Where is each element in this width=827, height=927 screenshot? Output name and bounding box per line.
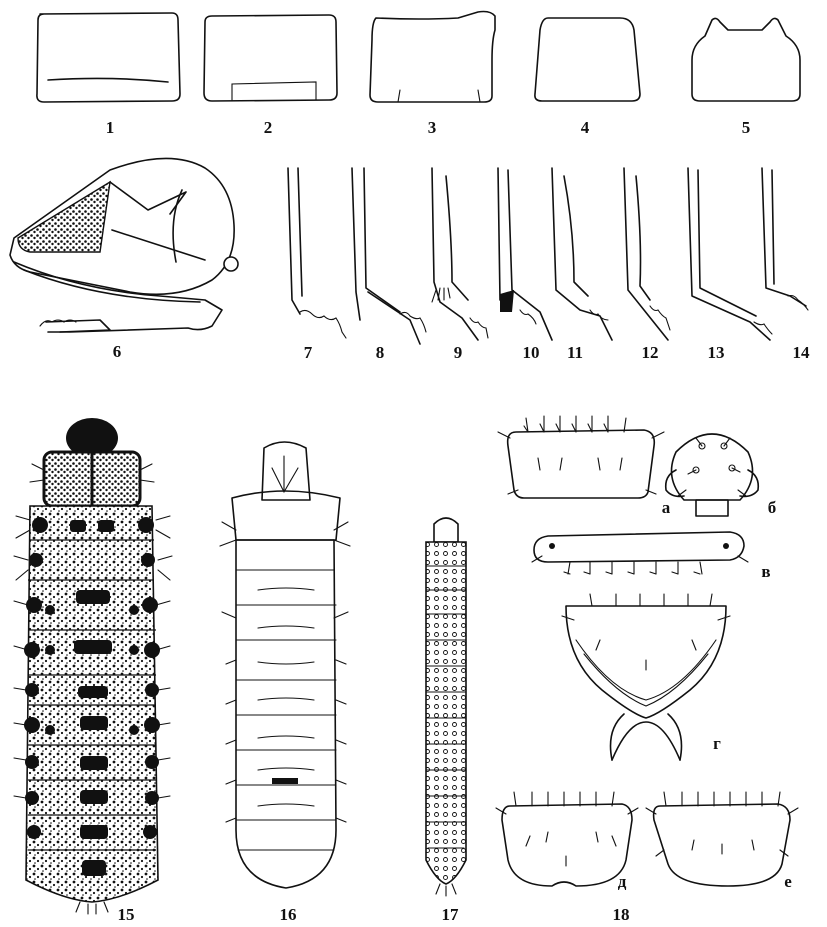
sublabel-b: б bbox=[768, 498, 777, 517]
label-18: 18 bbox=[613, 905, 630, 924]
label-5: 5 bbox=[742, 118, 751, 137]
larva-15 bbox=[14, 418, 172, 914]
label-7: 7 bbox=[304, 343, 313, 362]
pronotum-3 bbox=[370, 12, 495, 103]
sublabel-g: г bbox=[713, 734, 721, 753]
pronotum-1 bbox=[37, 13, 180, 102]
leg-9 bbox=[432, 168, 488, 340]
pronotum-2 bbox=[204, 15, 337, 101]
detail-18a bbox=[498, 416, 664, 498]
label-1: 1 bbox=[106, 118, 115, 137]
pronotum-5 bbox=[692, 18, 800, 101]
larva-16 bbox=[220, 442, 350, 888]
label-14: 14 bbox=[793, 343, 811, 362]
label-17: 17 bbox=[442, 905, 460, 924]
label-10: 10 bbox=[523, 343, 540, 362]
leg-12 bbox=[624, 168, 670, 340]
label-13: 13 bbox=[708, 343, 725, 362]
label-2: 2 bbox=[264, 118, 273, 137]
label-12: 12 bbox=[642, 343, 659, 362]
detail-18v bbox=[532, 532, 748, 574]
label-11: 11 bbox=[567, 343, 583, 362]
pronotum-4 bbox=[535, 18, 640, 101]
sublabel-d: д bbox=[618, 872, 627, 891]
detail-18g bbox=[562, 594, 730, 760]
label-9: 9 bbox=[454, 343, 463, 362]
label-6: 6 bbox=[113, 342, 122, 361]
larva-17 bbox=[426, 518, 466, 896]
label-8: 8 bbox=[376, 343, 385, 362]
leg-7 bbox=[288, 168, 346, 338]
detail-18b bbox=[666, 434, 759, 516]
leg-10 bbox=[498, 168, 552, 340]
detail-18d bbox=[496, 792, 638, 886]
beetle-profile-6 bbox=[10, 158, 238, 332]
label-16: 16 bbox=[280, 905, 297, 924]
label-15: 15 bbox=[118, 905, 135, 924]
detail-18e bbox=[646, 792, 798, 886]
sublabel-e: е bbox=[784, 872, 792, 891]
leg-11 bbox=[552, 168, 612, 340]
sublabel-v: в bbox=[761, 562, 770, 581]
leg-13 bbox=[688, 168, 772, 340]
label-4: 4 bbox=[581, 118, 590, 137]
sublabel-a: а bbox=[662, 498, 671, 517]
leg-8 bbox=[352, 168, 426, 344]
label-3: 3 bbox=[428, 118, 437, 137]
leg-14 bbox=[762, 168, 808, 310]
